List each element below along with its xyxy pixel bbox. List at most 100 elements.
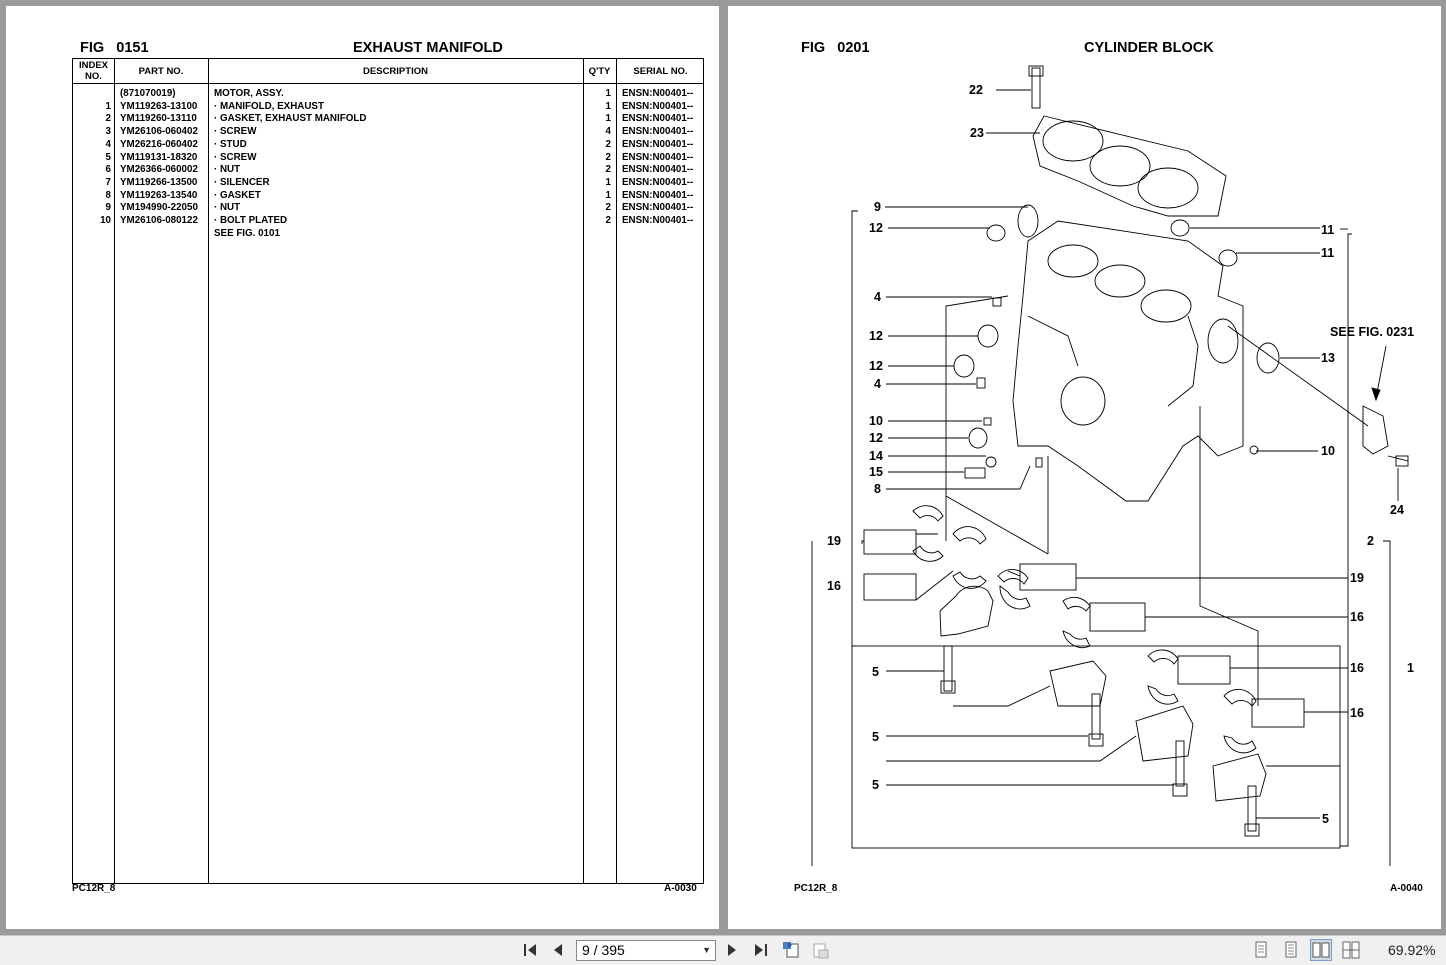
- row-serial: ENSN:N00401--: [622, 202, 694, 214]
- row-index: 3: [105, 126, 111, 138]
- row-serial: ENSN:N00401--: [622, 164, 694, 176]
- callout-19: 19: [827, 534, 841, 548]
- row-part-no: YM26216-060402: [120, 138, 198, 150]
- callout-19: 19: [1350, 571, 1364, 585]
- callout-12: 12: [869, 359, 883, 373]
- row-qty: 4: [605, 126, 611, 138]
- page-number-select[interactable]: 9 / 395 ▼: [576, 940, 716, 961]
- row-index: 9: [105, 202, 111, 214]
- row-index: 6: [105, 164, 111, 176]
- callout-1: 1: [1407, 661, 1414, 675]
- row-part-no: YM26106-080122: [120, 215, 198, 226]
- row-description: · GASKET: [214, 189, 261, 201]
- row-index: 7: [105, 176, 111, 188]
- table-row: SEE FIG. 0101: [73, 228, 703, 241]
- row-part-no: YM26106-060402: [120, 126, 198, 138]
- row-index: 8: [105, 189, 111, 201]
- row-part-no: YM194990-22050: [120, 202, 198, 214]
- callout-13: 13: [1321, 351, 1335, 365]
- row-serial: ENSN:N00401--: [622, 215, 694, 226]
- footer-model: PC12R_8: [72, 883, 116, 894]
- footer-page-code: A-0040: [1390, 883, 1423, 894]
- callout-4: 4: [874, 377, 881, 391]
- row-serial: ENSN:N00401--: [622, 88, 694, 99]
- row-description: · GASKET, EXHAUST MANIFOLD: [214, 113, 367, 125]
- row-part-no: (871070019): [120, 88, 176, 99]
- row-description: · NUT: [214, 202, 241, 214]
- callout-16: 16: [1350, 610, 1364, 624]
- facing-pages-icon: [1312, 942, 1330, 958]
- skip-back-icon: [524, 944, 536, 956]
- row-serial: ENSN:N00401--: [622, 113, 694, 125]
- page-title: EXHAUST MANIFOLD: [353, 40, 503, 56]
- callout-5: 5: [872, 665, 879, 679]
- document-page-right: FIG 0201 CYLINDER BLOCK: [728, 6, 1441, 929]
- callout-10: 10: [869, 414, 883, 428]
- fig-label: FIG 0201: [801, 40, 870, 56]
- row-part-no: YM119266-13500: [120, 176, 198, 188]
- fig-number: 0201: [837, 40, 870, 56]
- row-part-no: YM119263-13100: [120, 100, 198, 112]
- page-title: CYLINDER BLOCK: [1084, 40, 1214, 56]
- row-qty: 2: [605, 215, 611, 226]
- single-page-icon: [1255, 941, 1267, 958]
- row-description: · SILENCER: [214, 176, 270, 188]
- footer-page-code: A-0030: [664, 883, 697, 894]
- row-serial: ENSN:N00401--: [622, 126, 694, 138]
- fig-number: 0151: [116, 40, 149, 56]
- next-page-button[interactable]: [721, 939, 743, 961]
- go-back-view-button[interactable]: [780, 939, 802, 961]
- callout-5: 5: [1322, 812, 1329, 826]
- footer-model: PC12R_8: [794, 883, 838, 894]
- callout-10: 10: [1321, 444, 1335, 458]
- page-back-icon: [783, 942, 799, 958]
- continuous-view-button[interactable]: [1280, 939, 1302, 961]
- row-description: · STUD: [214, 138, 247, 150]
- callout-14: 14: [869, 449, 883, 463]
- row-qty: 1: [605, 113, 611, 125]
- callout-2: 2: [1367, 534, 1374, 548]
- header-qty: Q'TY: [588, 66, 611, 77]
- header-description: DESCRIPTION: [363, 66, 428, 77]
- row-index: 5: [105, 151, 111, 163]
- previous-page-button[interactable]: [547, 939, 569, 961]
- triangle-left-icon: [554, 944, 562, 956]
- row-description: · SCREW: [214, 151, 257, 163]
- row-index: 10: [100, 215, 111, 226]
- single-page-view-button[interactable]: [1250, 939, 1272, 961]
- callout-11: 11: [1321, 223, 1334, 237]
- viewer-toolbar: 9 / 395 ▼ 69.92%: [0, 935, 1446, 965]
- row-index: 4: [105, 138, 111, 150]
- row-qty: 2: [605, 151, 611, 163]
- row-description: SEE FIG. 0101: [214, 227, 280, 239]
- facing-pages-view-button[interactable]: [1310, 939, 1332, 961]
- first-page-button[interactable]: [519, 939, 541, 961]
- continuous-facing-icon: [1342, 941, 1360, 959]
- row-index: 2: [105, 113, 111, 125]
- header-serial: SERIAL NO.: [633, 66, 688, 77]
- go-forward-view-button[interactable]: [810, 939, 832, 961]
- row-serial: ENSN:N00401--: [622, 176, 694, 188]
- row-serial: ENSN:N00401--: [622, 100, 694, 112]
- callout-15: 15: [869, 465, 883, 479]
- callout-5: 5: [872, 730, 879, 744]
- row-description: MOTOR, ASSY.: [214, 88, 284, 99]
- last-page-button[interactable]: [750, 939, 772, 961]
- zoom-level[interactable]: 69.92%: [1388, 942, 1436, 958]
- exploded-parts-diagram: 22 23 9 12 4 12 12 4 10 12 14 15 8 19 16…: [811, 65, 1414, 866]
- continuous-facing-view-button[interactable]: [1340, 939, 1362, 961]
- callout-12: 12: [869, 329, 883, 343]
- callout-12: 12: [869, 221, 883, 235]
- row-serial: ENSN:N00401--: [622, 151, 694, 163]
